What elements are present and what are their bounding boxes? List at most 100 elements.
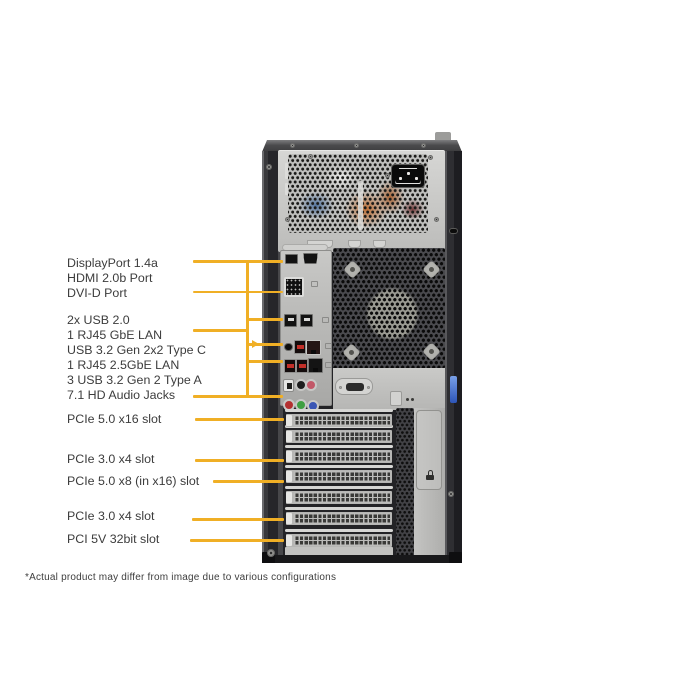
screw bbox=[308, 154, 313, 159]
latch-tab bbox=[390, 391, 402, 406]
label-slot-pci: PCI 5V 32bit slot bbox=[67, 532, 160, 546]
slot-area-bottom-strip bbox=[285, 547, 393, 556]
rivet bbox=[406, 398, 409, 401]
label-hdmi: HDMI 2.0b Port bbox=[67, 271, 153, 285]
callout-line-slot3 bbox=[195, 459, 284, 462]
side-panel-latch-tab bbox=[435, 132, 451, 141]
callout-line-usb2 bbox=[247, 318, 283, 321]
usb-tongue bbox=[303, 318, 310, 321]
fan-screw-mount bbox=[422, 342, 441, 361]
power-supply-panel bbox=[278, 150, 445, 252]
label-dvi: DVI-D Port bbox=[67, 286, 127, 300]
label-25gbe-lan: 1 RJ45 2.5GbE LAN bbox=[67, 358, 180, 372]
slot-vent-grid bbox=[294, 492, 390, 503]
callout-line-video-ports bbox=[193, 260, 283, 263]
kensington-lock-slot bbox=[449, 228, 458, 234]
callout-line-io-group bbox=[193, 329, 249, 332]
screw bbox=[448, 491, 454, 497]
slot-bracket-tab bbox=[286, 513, 292, 524]
rj45-notch bbox=[311, 350, 316, 354]
slot-separator bbox=[285, 507, 393, 510]
label-gbe-lan: 1 RJ45 GbE LAN bbox=[67, 328, 163, 342]
usb-c-port bbox=[284, 343, 293, 351]
screw bbox=[385, 173, 390, 178]
screw bbox=[266, 164, 272, 170]
displayport-port bbox=[285, 254, 298, 264]
label-audio: 7.1 HD Audio Jacks bbox=[67, 388, 176, 402]
lan-icon bbox=[325, 362, 332, 368]
screw bbox=[285, 217, 290, 222]
callout-line-slot1 bbox=[195, 418, 284, 421]
usb3-type-a-port bbox=[296, 359, 308, 373]
latch-cover-plate bbox=[416, 410, 442, 490]
label-usb3: 3 USB 3.2 Gen 2 Type A bbox=[67, 373, 202, 387]
slot-vent-grid bbox=[294, 431, 390, 442]
psu-bottom-tab bbox=[348, 240, 361, 248]
slot-separator bbox=[285, 529, 393, 532]
label-displayport: DisplayPort 1.4a bbox=[67, 256, 158, 270]
expansion-slot-cover-pcie5-x16 bbox=[286, 414, 392, 427]
callout-line-lan bbox=[247, 360, 283, 363]
screw bbox=[354, 143, 359, 148]
fan-screw-mount bbox=[342, 343, 361, 362]
fan-screw-mount bbox=[422, 260, 441, 279]
ac-pin bbox=[407, 172, 410, 175]
callout-line-audio bbox=[193, 395, 283, 398]
usb-tongue bbox=[287, 318, 294, 321]
optical-spdif-port bbox=[283, 379, 294, 392]
ac-pin bbox=[399, 177, 402, 180]
callout-line-dvi bbox=[193, 290, 283, 293]
slot-separator bbox=[285, 445, 393, 448]
chassis-right-edge bbox=[445, 151, 462, 556]
rear-fan-grille bbox=[333, 248, 445, 368]
psu-bottom-tab bbox=[373, 240, 386, 248]
rj45-2-5gbe-lan-port bbox=[308, 358, 323, 373]
motherboard-io-shield bbox=[280, 250, 332, 412]
slot-bracket-tab bbox=[286, 431, 292, 442]
label-usb2: 2x USB 2.0 bbox=[67, 313, 130, 327]
screw bbox=[290, 143, 295, 148]
ac-inlet-socket bbox=[395, 168, 421, 184]
slot-separator bbox=[285, 465, 393, 468]
serial-port-knockout bbox=[335, 378, 373, 395]
usb3-type-a-port bbox=[294, 340, 306, 354]
usb-icon bbox=[322, 317, 329, 323]
dvi-d-port bbox=[284, 277, 304, 297]
callout-arrow-usbc bbox=[252, 340, 259, 348]
chassis-foot bbox=[262, 552, 275, 563]
rivet bbox=[411, 398, 414, 401]
chassis-top-edge bbox=[262, 140, 462, 152]
screw bbox=[421, 143, 426, 148]
disclaimer-text: *Actual product may differ from image du… bbox=[25, 572, 337, 583]
callout-line-slot6 bbox=[192, 518, 284, 521]
usb3-type-a-port bbox=[284, 359, 296, 373]
fan-screw-mount bbox=[343, 260, 362, 279]
lan-icon bbox=[325, 343, 332, 349]
expansion-slot-cover-pcie5-x8 bbox=[286, 470, 392, 483]
slot-vent-grid bbox=[294, 513, 390, 524]
slot-bracket-tab bbox=[286, 451, 292, 462]
chassis-foot bbox=[449, 552, 462, 563]
slot-bracket-tab bbox=[286, 471, 292, 482]
blue-cable-accent bbox=[450, 376, 457, 403]
expansion-slot-cover bbox=[286, 491, 392, 504]
lock-icon bbox=[426, 470, 434, 480]
hdmi-port bbox=[303, 253, 318, 264]
psu-divider-strip bbox=[358, 181, 363, 230]
slot-vent-grid bbox=[294, 471, 390, 482]
ac-pin bbox=[415, 177, 418, 180]
thumbscrew bbox=[267, 549, 275, 557]
slot-separator bbox=[285, 486, 393, 489]
usb2-port bbox=[300, 314, 313, 327]
serial-port-knockout-panel bbox=[333, 368, 445, 410]
slot-bracket-tab bbox=[286, 415, 292, 426]
rj45-gbe-lan-port bbox=[306, 340, 321, 355]
callout-line-usbc bbox=[247, 343, 283, 346]
slot-vent-grid bbox=[294, 451, 390, 462]
rj45-notch bbox=[313, 368, 318, 372]
callout-line-slot7 bbox=[190, 539, 284, 542]
label-slot-pcie5-x8: PCIe 5.0 x8 (in x16) slot bbox=[67, 474, 200, 488]
ac-power-inlet bbox=[391, 164, 425, 188]
screw bbox=[428, 155, 433, 160]
